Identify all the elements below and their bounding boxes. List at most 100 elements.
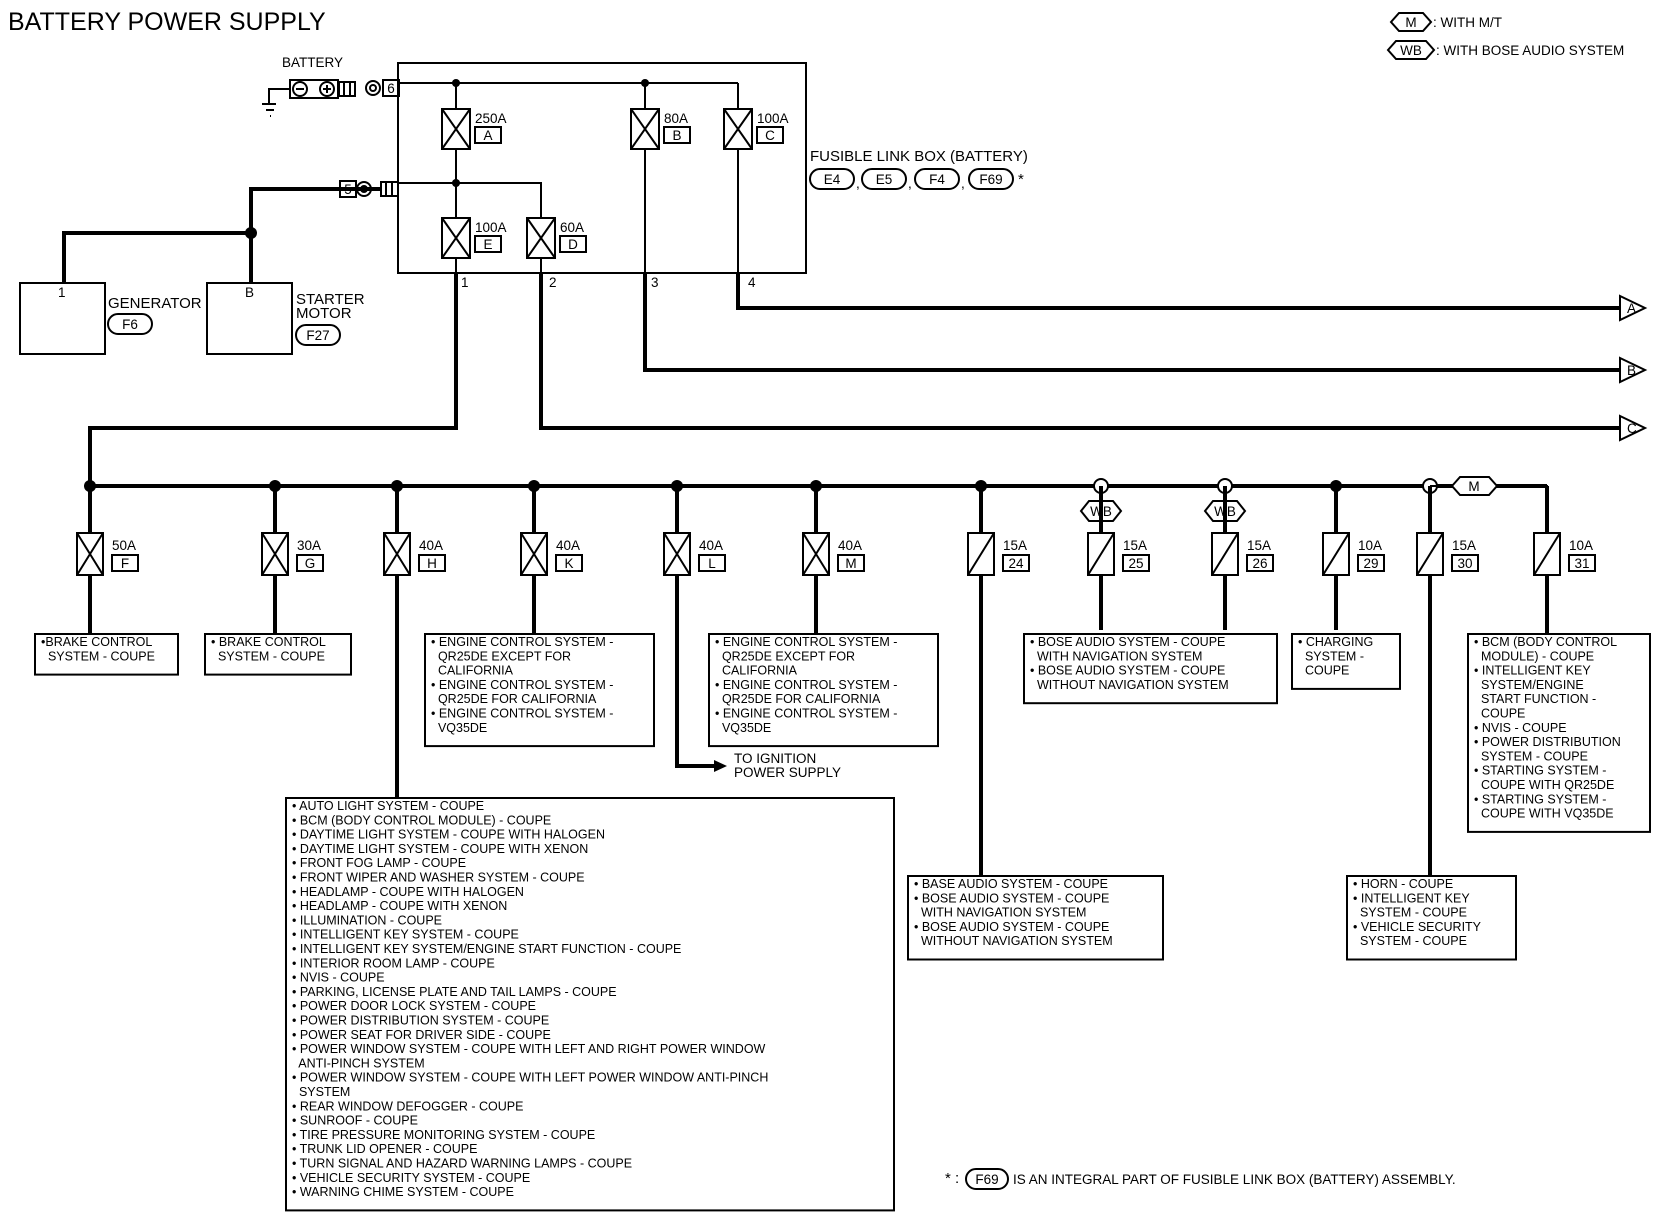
flb-connectors: E4,E5,F4,F69 <box>809 168 1014 191</box>
load-box-line: • FRONT FOG LAMP - COUPE <box>292 856 466 870</box>
legend-wb-code: WB <box>1400 43 1422 58</box>
load-box-line: WITH NAVIGATION SYSTEM <box>1030 649 1202 663</box>
load-box-line: SYSTEM - COUPE <box>1353 906 1467 920</box>
generator-connector <box>107 313 153 335</box>
flb-connector-separator: , <box>856 176 860 191</box>
fuse-id: 31 <box>1574 556 1589 571</box>
generator-connector-label: F6 <box>122 317 138 332</box>
flb-connector-label: F4 <box>929 172 945 187</box>
fusible-link-id: C <box>765 128 775 143</box>
load-box-line: • BCM (BODY CONTROL MODULE) - COUPE <box>292 813 551 827</box>
load-box-line: • INTELLIGENT KEY <box>1474 664 1591 678</box>
load-box-line: • BOSE AUDIO SYSTEM - COUPE <box>1030 635 1225 649</box>
arrow-b-label: B <box>1627 363 1636 378</box>
fuse-h: 40A H <box>383 486 446 576</box>
load-box-line: WITHOUT NAVIGATION SYSTEM <box>914 934 1113 948</box>
fuse-id: G <box>305 556 316 571</box>
flb-connector-e5: E5, <box>861 168 912 191</box>
fusible-link-id: E <box>483 237 492 252</box>
fuse-id: H <box>427 556 437 571</box>
load-box-line: • ENGINE CONTROL SYSTEM - <box>431 707 613 721</box>
fuses: 50AF30AG40AH40AK40AL40AM15A2415A2515A261… <box>76 486 1596 576</box>
fusible-link-id: D <box>568 237 578 252</box>
arrow-a-label: A <box>1627 301 1636 316</box>
load-box-line: • VEHICLE SECURITY <box>1353 920 1482 934</box>
flb-output-3: 3 <box>651 275 659 290</box>
load-box-wb: • BOSE AUDIO SYSTEM - COUPE WITH NAVIGAT… <box>1023 633 1278 705</box>
fuse-amp: 10A <box>1358 538 1382 553</box>
page-title: BATTERY POWER SUPPLY <box>8 8 326 36</box>
load-box-m: • ENGINE CONTROL SYSTEM - QR25DE EXCEPT … <box>708 633 939 748</box>
load-box-line: COUPE WITH VQ35DE <box>1474 807 1614 821</box>
flb-connector-separator: , <box>908 176 912 191</box>
fusible-link-c: 100A C <box>723 108 789 150</box>
load-box-line: WITH NAVIGATION SYSTEM <box>914 906 1086 920</box>
load-box-line: • AUTO LIGHT SYSTEM - COUPE <box>292 799 484 813</box>
load-box-line: • ENGINE CONTROL SYSTEM - <box>431 678 613 692</box>
load-box-line: • BOSE AUDIO SYSTEM - COUPE <box>914 920 1109 934</box>
legend-m-text: : WITH M/T <box>1433 15 1502 30</box>
fusible-link-amp: 100A <box>475 220 507 235</box>
outgoing-wires: A B C <box>539 273 1648 442</box>
fuse-amp: 10A <box>1569 538 1593 553</box>
flb-connector-e4: E4, <box>809 168 860 191</box>
flb-label: FUSIBLE LINK BOX (BATTERY) <box>810 148 1028 165</box>
flb-output-4: 4 <box>748 275 756 290</box>
load-box-line: • POWER SEAT FOR DRIVER SIDE - COUPE <box>292 1028 551 1042</box>
load-box-line: • BRAKE CONTROL <box>211 635 326 649</box>
fuse-amp: 50A <box>112 538 136 553</box>
load-box-line: • BOSE AUDIO SYSTEM - COUPE <box>914 891 1109 905</box>
fusible-link-id: A <box>483 128 492 143</box>
load-box-line: • HEADLAMP - COUPE WITH HALOGEN <box>292 885 524 899</box>
load-box-f: •BRAKE CONTROL SYSTEM - COUPE <box>34 633 179 676</box>
load-box-text: • BOSE AUDIO SYSTEM - COUPE WITH NAVIGAT… <box>1030 635 1229 692</box>
fuse-amp: 15A <box>1003 538 1027 553</box>
legend-m-code: M <box>1405 15 1416 30</box>
load-box-line: CALIFORNIA <box>431 664 514 678</box>
load-box-line: SYSTEM <box>292 1085 350 1099</box>
starter-label-2: MOTOR <box>296 305 352 322</box>
fusible-link-amp: 100A <box>757 111 789 126</box>
generator-label: GENERATOR <box>108 295 202 312</box>
to-ignition-line-1: TO IGNITION <box>734 751 816 766</box>
fusible-link-e: 100A E <box>441 217 507 259</box>
fuse-id: 29 <box>1363 556 1378 571</box>
load-box-text: •BRAKE CONTROL SYSTEM - COUPE <box>41 635 155 663</box>
flb-connector-label: E4 <box>824 172 841 187</box>
to-ignition-line-2: POWER SUPPLY <box>734 765 841 780</box>
fuse-amp: 40A <box>556 538 580 553</box>
load-box-line: QR25DE FOR CALIFORNIA <box>431 692 597 706</box>
load-box-line: • ENGINE CONTROL SYSTEM - <box>715 678 897 692</box>
load-box-line: • BOSE AUDIO SYSTEM - COUPE <box>1030 664 1225 678</box>
legend-wb-text: : WITH BOSE AUDIO SYSTEM <box>1436 43 1624 58</box>
drop-wires: TO IGNITION POWER SUPPLY <box>88 574 1549 876</box>
load-box-line: • DAYTIME LIGHT SYSTEM - COUPE WITH XENO… <box>292 842 588 856</box>
fuse-g: 30A G <box>261 486 324 576</box>
fuse-amp: 30A <box>297 538 321 553</box>
load-box-line: • ILLUMINATION - COUPE <box>292 913 442 927</box>
fuse-id: 30 <box>1457 556 1472 571</box>
fuse-amp: 40A <box>419 538 443 553</box>
load-box-text: • ENGINE CONTROL SYSTEM - QR25DE EXCEPT … <box>431 635 613 735</box>
load-box-line: COUPE <box>1298 664 1349 678</box>
starter-terminal: B <box>245 285 254 300</box>
fuse-id: F <box>121 556 129 571</box>
load-box-charging: • CHARGING SYSTEM - COUPE <box>1291 633 1401 690</box>
load-box-line: • FRONT WIPER AND WASHER SYSTEM - COUPE <box>292 871 585 885</box>
load-box-line: SYSTEM - COUPE <box>41 649 155 663</box>
load-boxes: •BRAKE CONTROL SYSTEM - COUPE • BRAKE CON… <box>34 633 1651 1212</box>
fuse-amp: 15A <box>1123 538 1147 553</box>
load-box-line: SYSTEM - COUPE <box>1353 934 1467 948</box>
load-box-line: • INTERIOR ROOM LAMP - COUPE <box>292 956 495 970</box>
fuse-id: L <box>708 556 716 571</box>
load-box-line: WITHOUT NAVIGATION SYSTEM <box>1030 678 1229 692</box>
